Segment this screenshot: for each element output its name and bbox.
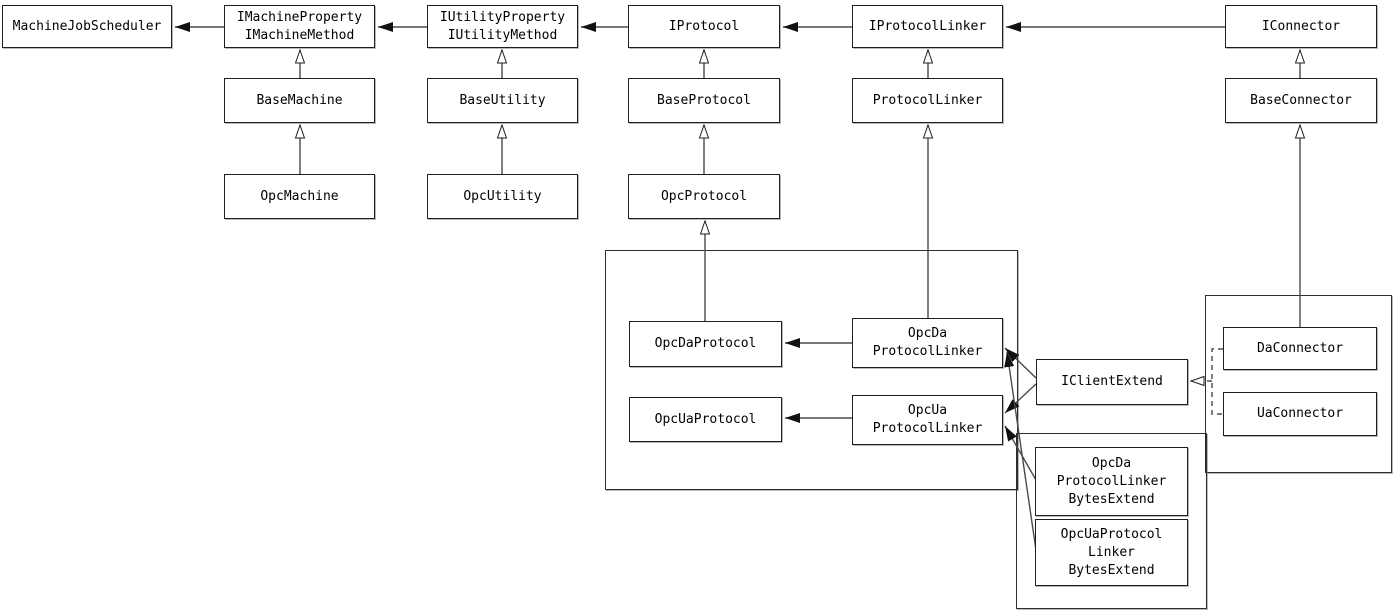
class-label: OpcUaProtocol (1060, 526, 1163, 542)
class-label: ProtocolLinker (872, 92, 983, 108)
class-label: IMachineProperty (236, 9, 363, 25)
class-label: BaseUtility (459, 92, 546, 108)
class-label: OpcUa (907, 403, 948, 418)
class-label: OpcProtocol (660, 188, 748, 204)
class-label: BaseProtocol (657, 92, 751, 108)
class-label: BytesExtend (1068, 562, 1155, 578)
class-label: IClientExtend (1061, 374, 1163, 389)
class-label: IProtocol (668, 18, 740, 34)
class-node-base-machine[interactable]: BaseMachine (224, 78, 375, 123)
class-label: UaConnector (1256, 406, 1344, 421)
class-label: OpcDaProtocol (654, 336, 757, 351)
class-label: BaseConnector (1250, 92, 1352, 108)
class-label: ProtocolLinker (872, 421, 983, 436)
class-label: OpcUtility (463, 188, 542, 204)
group-box-connector-group[interactable] (1205, 295, 1392, 473)
class-node-iconnector[interactable]: IConnector (1225, 5, 1377, 48)
class-node-iclient-extend[interactable]: IClientExtend (1036, 359, 1188, 405)
class-label: OpcDa (1091, 455, 1132, 471)
class-label: Linker (1088, 544, 1135, 560)
class-label: ProtocolLinker (1056, 473, 1167, 489)
class-node-iprotocol[interactable]: IProtocol (628, 5, 780, 48)
class-label: BytesExtend (1068, 491, 1155, 507)
class-node-opcda-protocol[interactable]: OpcDaProtocol (629, 321, 782, 367)
class-label: IProtocolLinker (868, 18, 987, 34)
class-label: ProtocolLinker (872, 344, 983, 359)
class-label: OpcUaProtocol (654, 411, 757, 427)
class-label: OpcDa (907, 326, 948, 341)
class-node-base-connector[interactable]: BaseConnector (1225, 78, 1377, 123)
class-label: BaseMachine (256, 92, 343, 108)
class-label: IUtilityProperty (439, 9, 566, 25)
class-node-opcua-protocol[interactable]: OpcUaProtocol (629, 397, 782, 442)
class-label: OpcMachine (260, 188, 339, 204)
class-node-opc-utility[interactable]: OpcUtility (427, 174, 578, 219)
class-node-iprotocol-linker[interactable]: IProtocolLinker (852, 5, 1003, 48)
class-node-da-connector[interactable]: DaConnector (1223, 327, 1377, 370)
class-label: IMachineMethod (244, 27, 355, 43)
class-label: IUtilityMethod (447, 27, 558, 43)
class-node-base-protocol[interactable]: BaseProtocol (628, 78, 780, 123)
class-node-machine-job-scheduler[interactable]: MachineJobScheduler (2, 5, 172, 48)
class-label: DaConnector (1256, 340, 1344, 356)
class-node-base-utility[interactable]: BaseUtility (427, 78, 578, 123)
class-label: MachineJobScheduler (12, 18, 162, 34)
class-node-opc-protocol[interactable]: OpcProtocol (628, 174, 780, 219)
class-label: IConnector (1261, 18, 1341, 34)
class-node-protocol-linker[interactable]: ProtocolLinker (852, 78, 1003, 123)
group-box-protocol-group[interactable] (605, 250, 1018, 490)
class-node-opc-machine[interactable]: OpcMachine (224, 174, 375, 219)
class-node-ua-connector[interactable]: UaConnector (1223, 392, 1377, 436)
